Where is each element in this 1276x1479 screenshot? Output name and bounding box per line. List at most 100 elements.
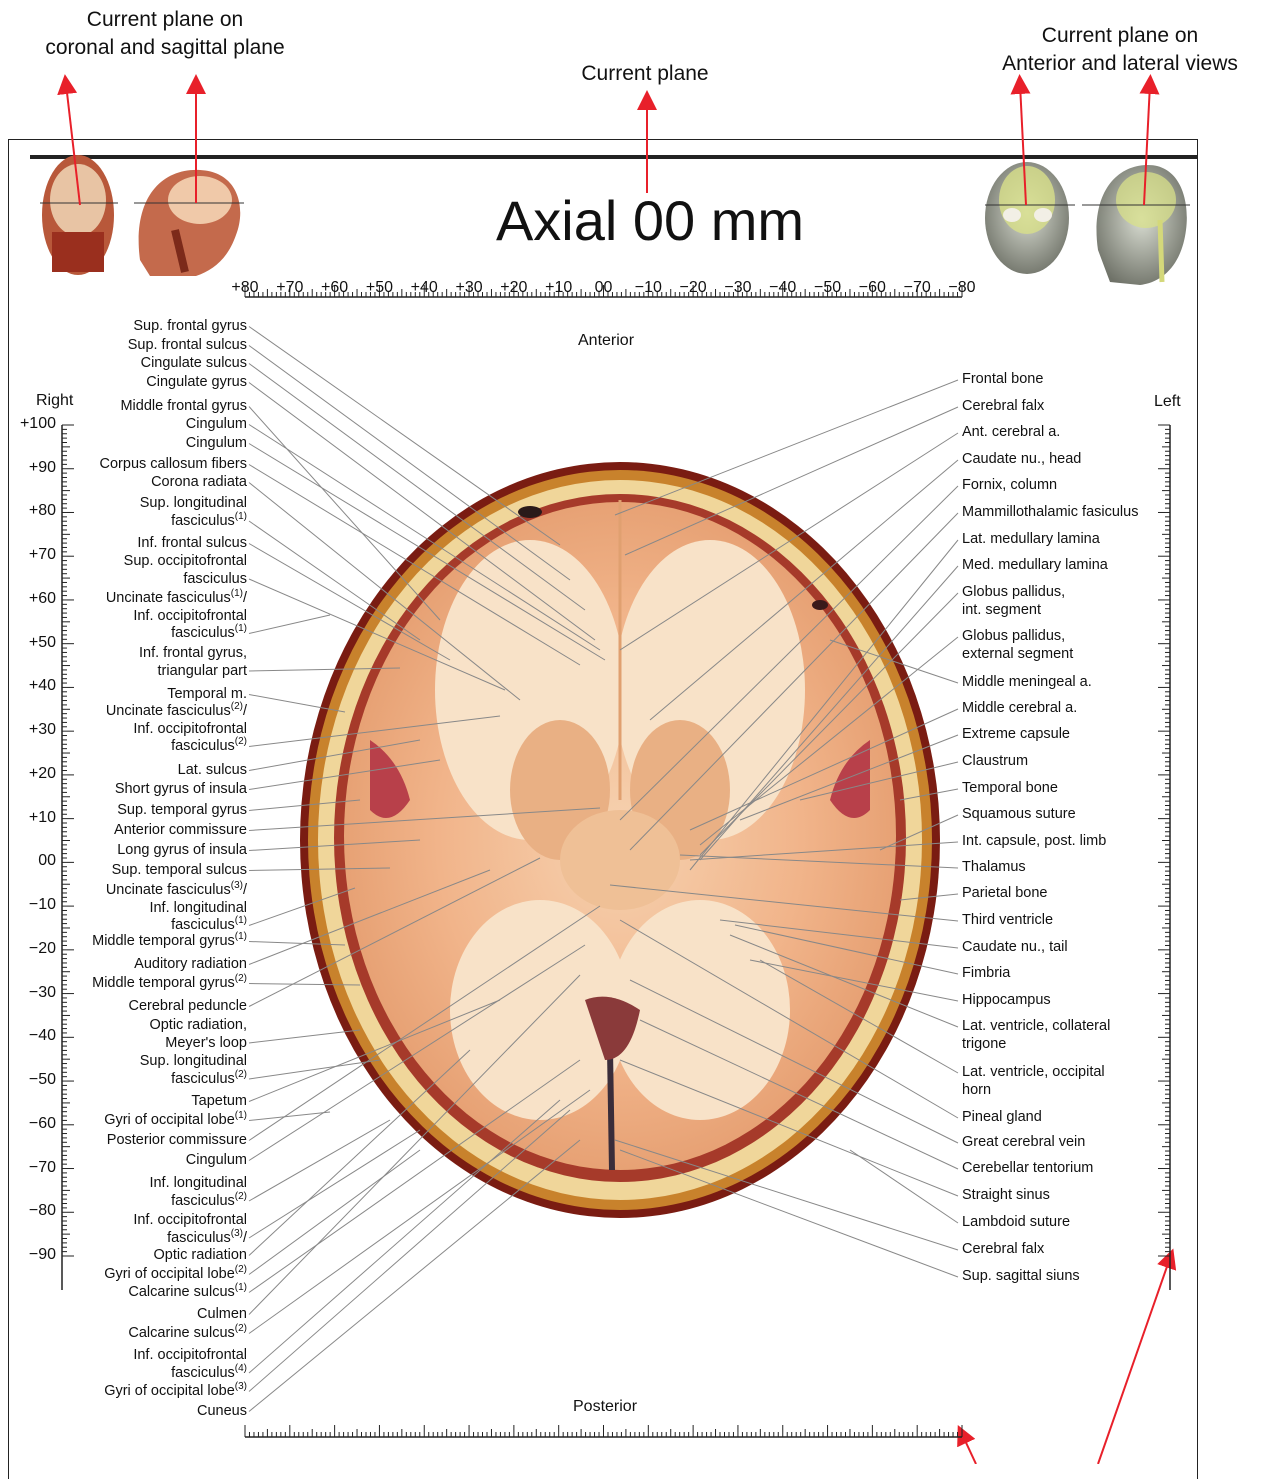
structure-label-left: Calcarine sulcus(2) bbox=[128, 1325, 247, 1343]
structure-label-left: Calcarine sulcus(1) bbox=[128, 1284, 247, 1302]
structure-label-left: Lat. sulcus bbox=[178, 762, 247, 780]
structure-label-right: Frontal bone bbox=[962, 371, 1043, 389]
structure-label-left: Cerebral peduncle bbox=[129, 998, 248, 1016]
side-scale-number: +90 bbox=[14, 459, 56, 477]
leader-line bbox=[249, 1030, 360, 1043]
side-scale-number: +100 bbox=[14, 415, 56, 433]
structure-label-left: Sup. frontal sulcus bbox=[128, 337, 247, 355]
structure-label-right: Claustrum bbox=[962, 753, 1028, 771]
structure-label-right: Middle meningeal a. bbox=[962, 674, 1092, 692]
structure-label-right: Third ventricle bbox=[962, 912, 1053, 930]
structure-label-right: Ant. cerebral a. bbox=[962, 424, 1060, 442]
structure-label-right: Straight sinus bbox=[962, 1187, 1050, 1205]
structure-label-right: Lat. medullary lamina bbox=[962, 531, 1100, 549]
structure-label-right: Mammillothalamic fasiculus bbox=[962, 504, 1138, 522]
leader-line bbox=[249, 1060, 380, 1079]
top-scale-number: −30 bbox=[718, 279, 758, 297]
leader-line bbox=[249, 1150, 420, 1275]
side-scale-number: −60 bbox=[14, 1115, 56, 1133]
structure-label-left: Uncinate fasciculus(1)/Inf. occipitofron… bbox=[106, 590, 247, 643]
top-scale-number: −40 bbox=[763, 279, 803, 297]
side-scale-number: −80 bbox=[14, 1202, 56, 1220]
structure-label-left: Gyri of occipital lobe(2) bbox=[104, 1266, 247, 1284]
top-scale-number: −10 bbox=[628, 279, 668, 297]
side-scale-number: +60 bbox=[14, 590, 56, 608]
structure-label-right: Cerebral falx bbox=[962, 398, 1044, 416]
top-scale-number: +30 bbox=[449, 279, 489, 297]
left-ruler bbox=[62, 425, 74, 1290]
top-scale-number: 00 bbox=[584, 279, 624, 297]
structure-label-left: Auditory radiation bbox=[134, 956, 247, 974]
structure-label-right: Med. medullary lamina bbox=[962, 557, 1108, 575]
axial-section-image bbox=[300, 462, 940, 1218]
top-scale-number: −60 bbox=[852, 279, 892, 297]
top-scale-number: −50 bbox=[808, 279, 848, 297]
top-scale-number: +20 bbox=[494, 279, 534, 297]
structure-label-right: Sup. sagittal siuns bbox=[962, 1268, 1080, 1286]
structure-label-left: Tapetum bbox=[191, 1093, 247, 1111]
structure-label-left: Sup. temporal gyrus bbox=[117, 802, 247, 820]
sagittal-thumbnail bbox=[134, 170, 244, 276]
structure-label-right: Pineal gland bbox=[962, 1109, 1042, 1127]
structure-label-right: Thalamus bbox=[962, 859, 1026, 877]
structure-label-left: Sup. frontal gyrus bbox=[133, 318, 247, 336]
structure-label-left: Culmen bbox=[197, 1306, 247, 1324]
top-scale-number: −80 bbox=[942, 279, 982, 297]
leader-line bbox=[249, 1100, 560, 1373]
posterior-label: Posterior bbox=[573, 1398, 637, 1416]
structure-label-right: Globus pallidus,int. segment bbox=[962, 584, 1065, 619]
right-label: Right bbox=[36, 392, 73, 410]
leader-line bbox=[249, 346, 570, 581]
structure-label-left: Corpus callosum fibers bbox=[100, 456, 247, 474]
structure-label-right: Extreme capsule bbox=[962, 726, 1070, 744]
structure-label-right: Fornix, column bbox=[962, 477, 1057, 495]
side-scale-number: +70 bbox=[14, 546, 56, 564]
structure-label-right: Hippocampus bbox=[962, 992, 1051, 1010]
top-scale-number: −70 bbox=[897, 279, 937, 297]
structure-label-right: Globus pallidus,external segment bbox=[962, 628, 1073, 663]
structure-label-right: Middle cerebral a. bbox=[962, 700, 1077, 718]
top-scale-number: +10 bbox=[539, 279, 579, 297]
side-scale-number: −70 bbox=[14, 1159, 56, 1177]
structure-label-left: Cingulate gyrus bbox=[146, 374, 247, 392]
left-label: Left bbox=[1154, 393, 1181, 411]
structure-label-right: Temporal bone bbox=[962, 780, 1058, 798]
structure-label-left: Cingulum bbox=[186, 1152, 247, 1170]
structure-label-left: Sup. temporal sulcus bbox=[112, 862, 247, 880]
structure-label-left: Cingulate sulcus bbox=[141, 355, 247, 373]
leader-line bbox=[249, 1130, 420, 1238]
side-scale-number: +20 bbox=[14, 765, 56, 783]
structure-label-left: Inf. frontal sulcus bbox=[137, 535, 247, 553]
structure-label-right: Fimbria bbox=[962, 965, 1010, 983]
side-scale-number: −10 bbox=[14, 896, 56, 914]
side-scale-number: −40 bbox=[14, 1027, 56, 1045]
bottom-ruler bbox=[245, 1425, 962, 1437]
side-scale-number: −50 bbox=[14, 1071, 56, 1089]
structure-label-left: Middle frontal gyrus bbox=[120, 398, 247, 416]
leader-line bbox=[620, 1150, 958, 1277]
structure-label-left: Corona radiata bbox=[151, 474, 247, 492]
structure-label-left: Cingulum bbox=[186, 416, 247, 434]
top-scale-number: −20 bbox=[673, 279, 713, 297]
structure-label-right: Int. capsule, post. limb bbox=[962, 833, 1106, 851]
anterior-view-thumbnail bbox=[985, 162, 1075, 274]
structure-label-left: Cingulum bbox=[186, 435, 247, 453]
leader-line bbox=[249, 1140, 580, 1412]
side-scale-number: −30 bbox=[14, 984, 56, 1002]
leader-line bbox=[249, 1110, 570, 1392]
structure-label-left: Inf. frontal gyrus,triangular part bbox=[139, 645, 247, 680]
leader-line bbox=[249, 327, 560, 546]
side-scale-number: −20 bbox=[14, 940, 56, 958]
top-scale-number: +50 bbox=[359, 279, 399, 297]
structure-label-left: Sup. occipitofrontalfasciculus bbox=[124, 553, 247, 588]
structure-label-right: Parietal bone bbox=[962, 885, 1047, 903]
structure-label-left: Sup. longitudinalfasciculus(2) bbox=[140, 1053, 247, 1088]
side-scale-number: +50 bbox=[14, 634, 56, 652]
structure-label-left: Cuneus bbox=[197, 1403, 247, 1421]
side-scale-number: +30 bbox=[14, 721, 56, 739]
structure-label-right: Squamous suture bbox=[962, 806, 1076, 824]
structure-label-right: Cerebral falx bbox=[962, 1241, 1044, 1259]
structure-label-left: Inf. occipitofrontalfasciculus(3)/ bbox=[133, 1212, 247, 1247]
